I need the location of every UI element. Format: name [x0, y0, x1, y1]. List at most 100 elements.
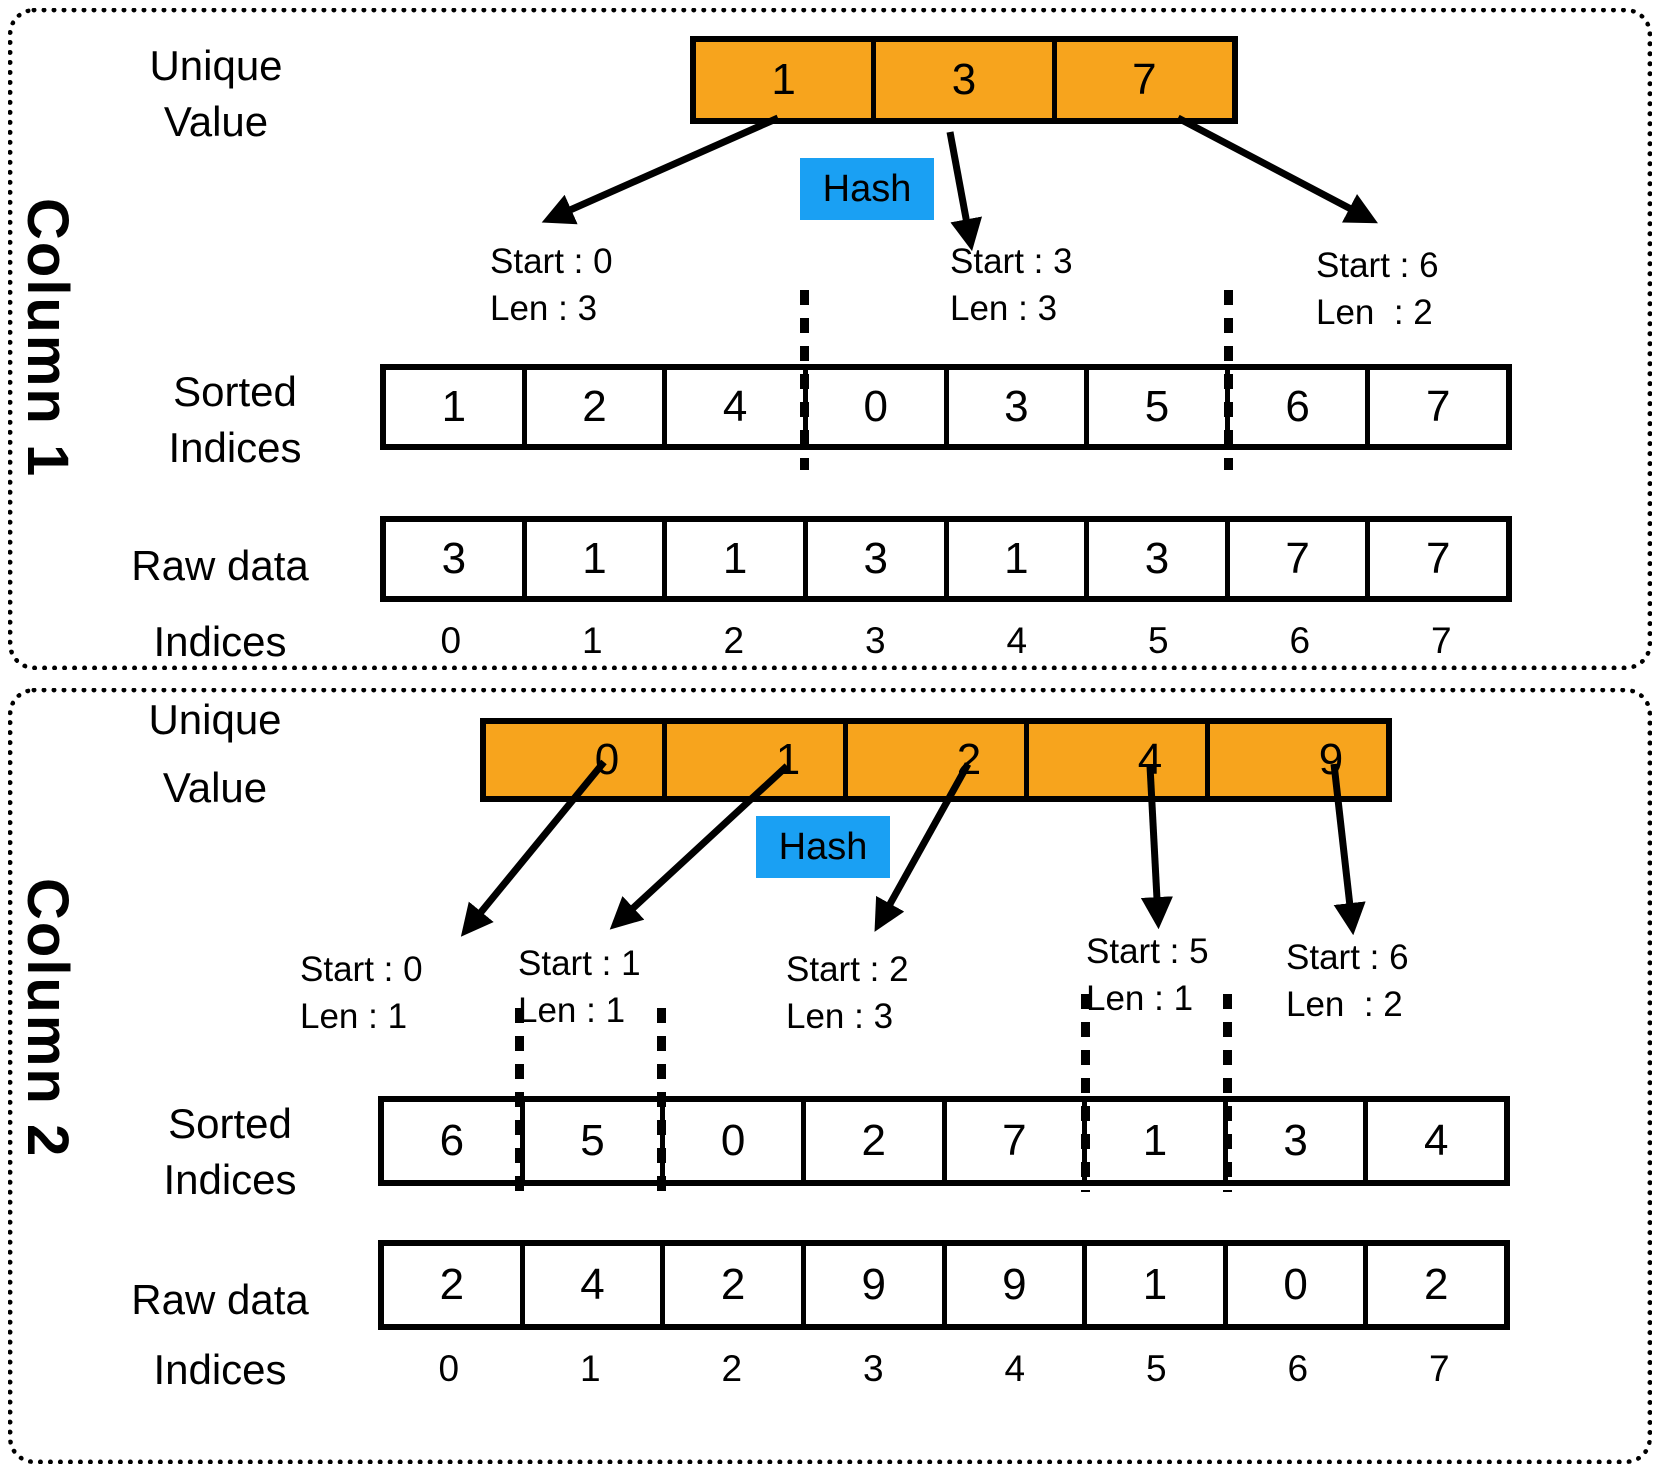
index-value: 2	[723, 620, 745, 661]
hash-label: Hash	[822, 167, 912, 210]
column2-indices-row: 0 1 2 3 4 5 6 7	[378, 1348, 1510, 1390]
raw-data-cell: 1	[943, 522, 1085, 596]
len-label: Len : 2	[1316, 293, 1433, 332]
hash-label: Hash	[778, 825, 868, 868]
unique-label-line1: Unique	[149, 42, 283, 89]
len-label: Len : 2	[1286, 985, 1403, 1024]
group-separator	[1223, 994, 1232, 1192]
sorted-index-cell: 0	[802, 370, 944, 444]
index-value: 6	[1289, 620, 1311, 661]
column1-unique-value-label: Unique Value	[96, 38, 336, 150]
raw-data-cell: 2	[439, 1260, 465, 1309]
index-value: 5	[1145, 1348, 1167, 1389]
raw-data-cell: 9	[941, 1246, 1083, 1324]
column1-indices-row: 0 1 2 3 4 5 6 7	[380, 620, 1512, 662]
sorted-index-cell: 3	[1222, 1102, 1364, 1180]
unique-label-line1: Unique	[148, 696, 282, 743]
column2-annotation-2: Start : 2 Len : 3	[786, 946, 909, 1040]
unique-cell: 0	[594, 735, 620, 784]
column2-sorted-indices-array: 6 5 0 2 7 1 3 4	[378, 1096, 1510, 1186]
column1-sorted-indices-label: Sorted Indices	[120, 364, 350, 476]
column2-annotation-4: Start : 6 Len : 2	[1286, 934, 1409, 1028]
index-value: 3	[862, 1348, 884, 1389]
unique-cell: 3	[871, 42, 1051, 118]
len-label: Len : 3	[490, 289, 598, 328]
column1-annotation-1: Start : 3 Len : 3	[950, 238, 1073, 332]
len-label: Len : 1	[300, 997, 408, 1036]
column2-annotation-1: Start : 1 Len : 1	[518, 940, 641, 1034]
column2-sorted-indices-label: Sorted Indices	[110, 1096, 350, 1208]
group-separator	[1224, 290, 1233, 470]
raw-data-cell: 3	[441, 534, 467, 583]
raw-data-cell: 2	[660, 1246, 801, 1324]
column2-title: Column 2	[15, 878, 80, 1159]
sorted-index-cell: 4	[662, 370, 803, 444]
raw-data-cell: 7	[1365, 522, 1506, 596]
column1-hash-box: Hash	[800, 158, 934, 220]
start-label: Start : 0	[490, 242, 613, 281]
unique-label-line2: Value	[163, 98, 269, 145]
len-label: Len : 1	[1086, 979, 1194, 1018]
index-value: 0	[438, 1348, 460, 1389]
start-label: Start : 1	[518, 944, 641, 983]
sorted-index-cell: 2	[521, 370, 663, 444]
column2-panel	[8, 688, 1652, 1464]
sorted-index-cell: 7	[941, 1102, 1083, 1180]
column1-raw-data-label: Raw data	[131, 542, 309, 589]
unique-cell: 1	[662, 724, 843, 796]
column1-sorted-indices-array: 1 2 4 0 3 5 6 7	[380, 364, 1512, 450]
sorted-index-cell: 5	[519, 1102, 661, 1180]
len-label: Len : 1	[518, 991, 626, 1030]
start-label: Start : 2	[786, 950, 909, 989]
raw-data-cell: 7	[1224, 522, 1366, 596]
unique-cell: 2	[843, 724, 1024, 796]
group-separator	[800, 290, 809, 470]
sorted-index-cell: 6	[1224, 370, 1366, 444]
index-value: 0	[440, 620, 462, 661]
sorted-label-line2: Indices	[163, 1156, 297, 1203]
start-label: Start : 0	[300, 950, 423, 989]
index-value: 6	[1287, 1348, 1309, 1389]
group-separator	[657, 1008, 666, 1192]
index-value: 4	[1006, 620, 1028, 661]
column2-hash-box: Hash	[756, 816, 890, 878]
index-value: 1	[581, 620, 603, 661]
column2-annotation-3: Start : 5 Len : 1	[1086, 928, 1209, 1022]
start-label: Start : 6	[1316, 246, 1439, 285]
raw-data-cell: 9	[800, 1246, 942, 1324]
raw-data-cell: 1	[1082, 1246, 1223, 1324]
start-label: Start : 6	[1286, 938, 1409, 977]
sorted-index-cell: 3	[943, 370, 1085, 444]
sorted-label-line1: Sorted	[168, 1100, 292, 1147]
sorted-index-cell: 5	[1084, 370, 1225, 444]
raw-data-cell: 1	[662, 522, 803, 596]
column1-annotation-2: Start : 6 Len : 2	[1316, 242, 1439, 336]
column1-indices-label: Indices	[153, 618, 287, 665]
column2-raw-data-array: 2 4 2 9 9 1 0 2	[378, 1240, 1510, 1330]
sorted-index-cell: 2	[800, 1102, 942, 1180]
column2-unique-value-array: 0 1 2 4 9	[480, 718, 1392, 802]
sorted-index-cell: 1	[441, 382, 467, 431]
group-separator	[1081, 994, 1090, 1192]
group-separator	[515, 1008, 524, 1192]
sorted-label-line2: Indices	[168, 424, 302, 471]
raw-data-cell: 4	[519, 1246, 661, 1324]
start-label: Start : 5	[1086, 932, 1209, 971]
index-value: 2	[721, 1348, 743, 1389]
index-value: 4	[1004, 1348, 1026, 1389]
unique-cell: 7	[1051, 42, 1232, 118]
sorted-index-cell: 6	[439, 1116, 465, 1165]
start-label: Start : 3	[950, 242, 1073, 281]
unique-cell: 1	[771, 55, 796, 104]
unique-cell: 9	[1205, 724, 1386, 796]
sorted-index-cell: 7	[1365, 370, 1506, 444]
unique-label-line2: Value	[162, 764, 268, 811]
raw-data-cell: 0	[1222, 1246, 1364, 1324]
column1-unique-value-array: 1 3 7	[690, 36, 1238, 124]
index-value: 5	[1147, 620, 1169, 661]
raw-data-cell: 1	[521, 522, 663, 596]
raw-data-cell: 3	[1084, 522, 1225, 596]
column2-annotation-0: Start : 0 Len : 1	[300, 946, 423, 1040]
len-label: Len : 3	[786, 997, 894, 1036]
